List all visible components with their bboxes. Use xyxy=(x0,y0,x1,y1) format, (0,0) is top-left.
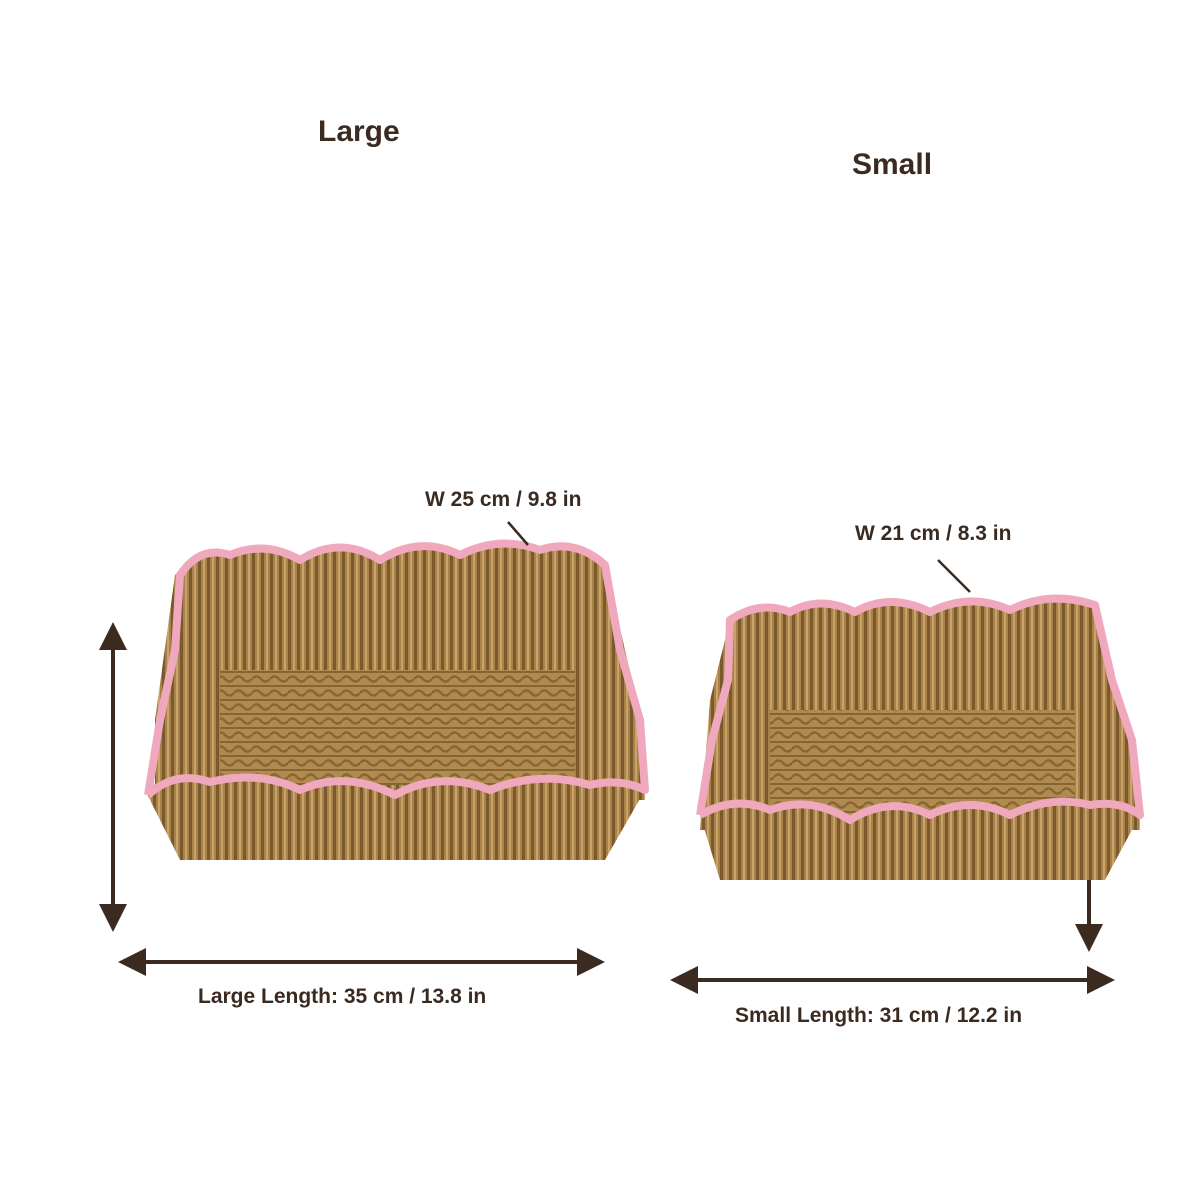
small-basket-front-wall xyxy=(700,801,1140,880)
large-basket-rim xyxy=(144,539,649,799)
large-width-leader xyxy=(507,521,529,546)
small-height-arrow xyxy=(1075,880,1103,952)
large-title: Large xyxy=(318,115,400,148)
large-height-arrow xyxy=(99,622,127,932)
large-basket xyxy=(144,539,649,860)
small-title: Small xyxy=(852,148,933,181)
small-width-leader xyxy=(937,559,971,593)
small-basket xyxy=(696,594,1144,880)
small-length-label: Small Length: 31 cm / 12.2 in xyxy=(735,1004,1023,1027)
large-width-label: W 25 cm / 9.8 in xyxy=(425,488,582,511)
large-length-label: Large Length: 35 cm / 13.8 in xyxy=(198,985,487,1008)
small-length-arrow xyxy=(670,966,1115,994)
small-basket-floor xyxy=(770,710,1075,820)
large-basket-front-wall xyxy=(145,777,645,860)
large-length-arrow xyxy=(118,948,605,976)
small-width-label: W 21 cm / 8.3 in xyxy=(855,522,1012,545)
small-basket-rim xyxy=(696,594,1144,824)
large-basket-floor xyxy=(220,670,575,785)
